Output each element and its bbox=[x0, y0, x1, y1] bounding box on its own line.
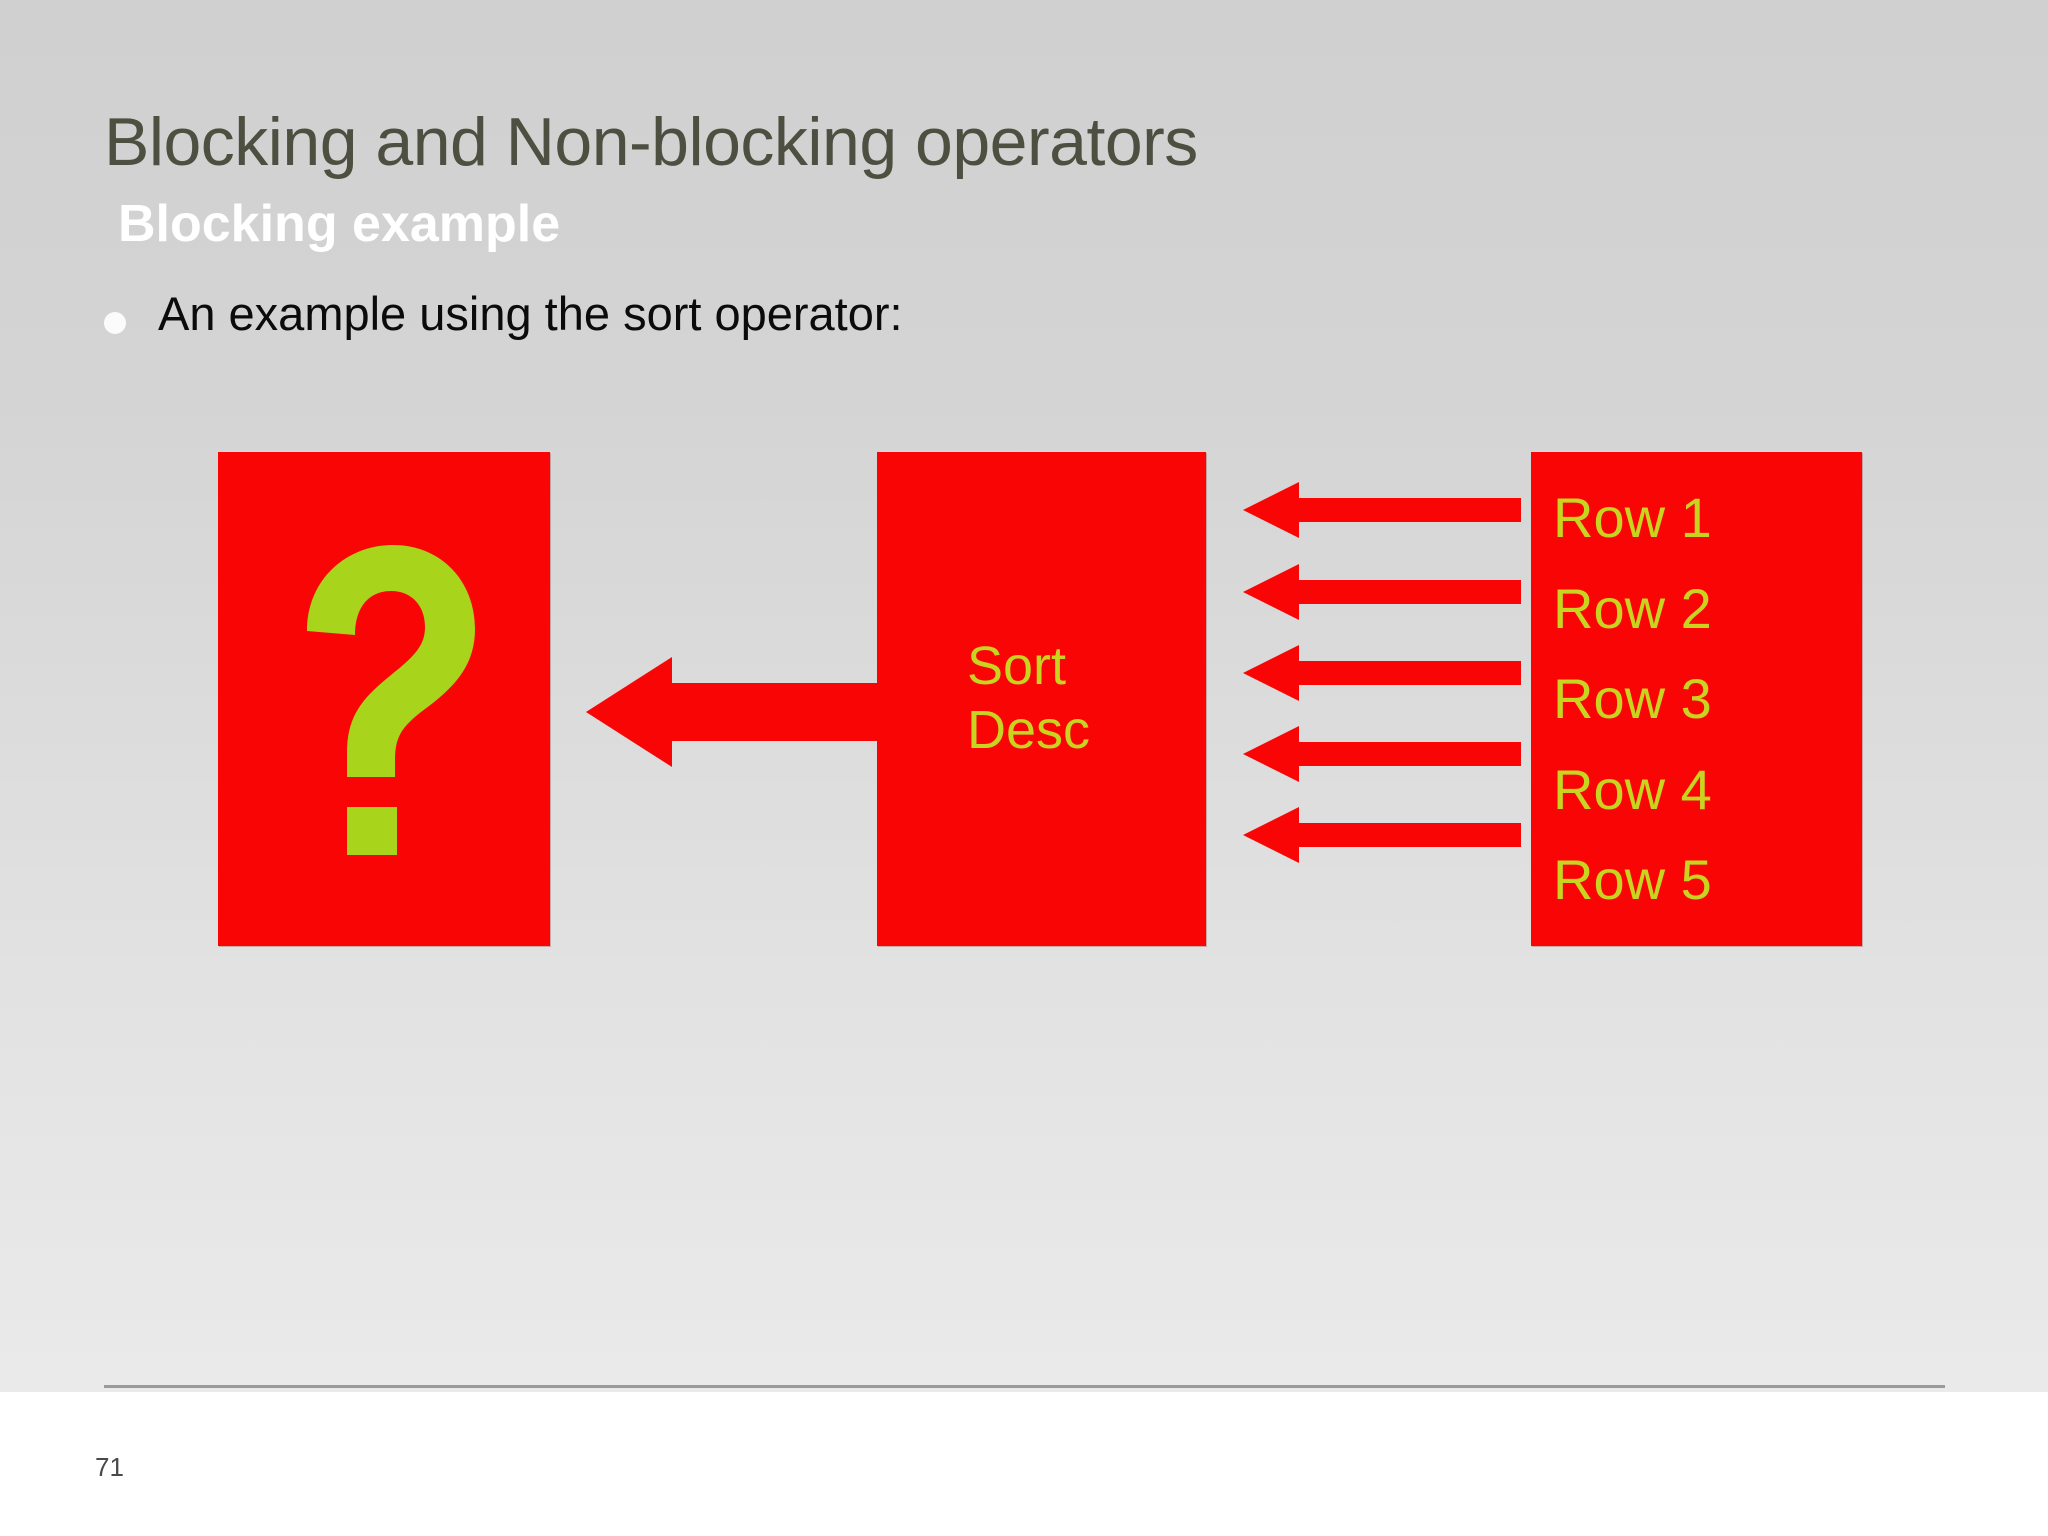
operator-label-line1: Sort bbox=[967, 636, 1067, 697]
output-box bbox=[218, 452, 550, 946]
arrow-row-4-icon bbox=[1243, 726, 1521, 782]
bullet-dot-icon bbox=[104, 312, 126, 334]
footer-divider bbox=[104, 1385, 1945, 1388]
bullet-text: An example using the sort operator: bbox=[158, 287, 903, 340]
list-item: Row 1 bbox=[1553, 486, 1712, 549]
sort-operator-diagram: Sort Desc Row 1 Row 2 Row 3 Row 4 Row 5 bbox=[218, 452, 1862, 946]
page-title: Blocking and Non-blocking operators bbox=[104, 104, 1198, 180]
list-item: Row 4 bbox=[1553, 757, 1712, 821]
operator-box: Sort Desc bbox=[877, 452, 1206, 946]
arrow-row-1-icon bbox=[1243, 482, 1521, 538]
operator-label: Sort Desc bbox=[877, 452, 1206, 946]
question-mark-icon bbox=[218, 452, 550, 946]
operator-label-line2: Desc bbox=[967, 700, 1091, 760]
page-number: 71 bbox=[95, 1452, 124, 1482]
page-subtitle: Blocking example bbox=[118, 195, 561, 253]
input-box: Row 1 Row 2 Row 3 Row 4 Row 5 bbox=[1531, 452, 1862, 946]
arrow-sort-to-output-icon bbox=[586, 657, 878, 767]
list-item: Row 3 bbox=[1553, 667, 1712, 730]
input-rows-list: Row 1 Row 2 Row 3 Row 4 Row 5 bbox=[1531, 452, 1862, 946]
arrow-row-5-icon bbox=[1243, 807, 1521, 863]
bullet-item: An example using the sort operator: bbox=[104, 290, 903, 337]
arrow-row-3-icon bbox=[1243, 645, 1521, 701]
list-item: Row 5 bbox=[1553, 848, 1712, 911]
arrow-row-2-icon bbox=[1243, 564, 1521, 620]
list-item: Row 2 bbox=[1553, 576, 1712, 640]
